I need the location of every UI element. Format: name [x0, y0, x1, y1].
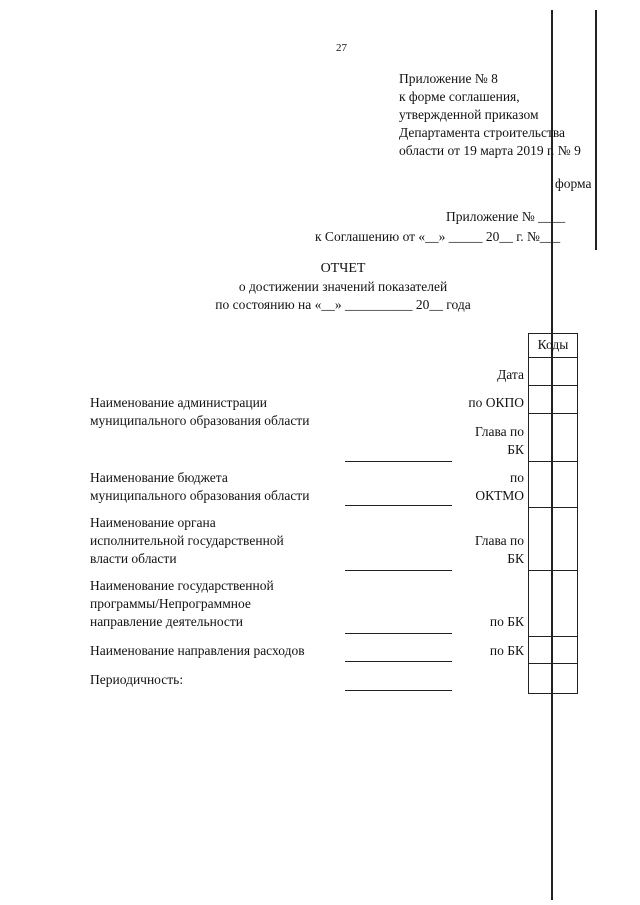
table-row-line [528, 385, 578, 386]
report-subtitle: о достижении значений показателей [238, 279, 448, 294]
appendix-line: Департамента строительства [399, 125, 566, 140]
table-row-line [528, 693, 578, 694]
report-title: ОТЧЕТ [320, 261, 366, 276]
field-label-admin: Наименование администрации [90, 395, 268, 410]
margin-line [595, 10, 597, 250]
table-row-line [528, 413, 578, 414]
table-row-line [528, 570, 578, 571]
fill-line [345, 690, 452, 691]
margin-line [551, 10, 553, 900]
field-label-budget: муниципального образования области [90, 488, 310, 503]
fill-line [345, 505, 452, 506]
appendix-line: утвержденной приказом [399, 107, 539, 122]
field-label-program: направление деятельности [90, 614, 244, 629]
field-label-organ: Наименование органа [90, 515, 216, 530]
code-label-bk: по БК [489, 614, 524, 629]
table-row-line [528, 636, 578, 637]
table-row-line [528, 663, 578, 664]
code-label-glava: Глава по [474, 424, 524, 439]
fill-line [345, 661, 452, 662]
field-label-admin: муниципального образования области [90, 413, 310, 428]
agreement-line: к Соглашению от «__» _____ 20__ г. №___ [315, 229, 561, 244]
table-row-line [528, 507, 578, 508]
code-label-glava: БК [507, 442, 524, 457]
code-label-okpo: по ОКПО [468, 395, 524, 410]
table-border [577, 333, 578, 694]
appendix-line: Приложение № 8 [399, 71, 498, 86]
field-label-program: Наименование государственной [90, 578, 274, 593]
field-label-budget: Наименование бюджета [90, 470, 228, 485]
fill-line [345, 570, 452, 571]
report-subtitle: по состоянию на «__» __________ 20__ год… [215, 297, 471, 312]
fill-line [345, 461, 452, 462]
table-border [528, 333, 529, 694]
table-row-line [528, 357, 578, 358]
fill-line [345, 633, 452, 634]
field-label-organ: власти области [90, 551, 177, 566]
table-row-line [528, 461, 578, 462]
code-label-oktmo: ОКТМО [475, 488, 524, 503]
code-label-oktmo: по [510, 470, 524, 485]
code-label-glava: БК [507, 551, 524, 566]
field-label-periodicity: Периодичность: [90, 672, 184, 687]
code-label-glava: Глава по [474, 533, 524, 548]
table-row-line [528, 333, 578, 334]
agreement-line: Приложение № ____ [446, 209, 566, 224]
codes-header: Коды [537, 337, 569, 352]
field-label-direction: Наименование направления расходов [90, 643, 305, 658]
page-number: 27 [336, 42, 347, 54]
field-label-program: программы/Непрограммное [90, 596, 251, 611]
forma-label: форма [555, 176, 592, 191]
field-label-organ: исполнительной государственной [90, 533, 284, 548]
code-label-bk: по БК [489, 643, 524, 658]
appendix-line: к форме соглашения, [399, 89, 520, 104]
appendix-line: области от 19 марта 2019 г. № 9 [399, 143, 581, 158]
code-label-date: Дата [497, 367, 524, 382]
